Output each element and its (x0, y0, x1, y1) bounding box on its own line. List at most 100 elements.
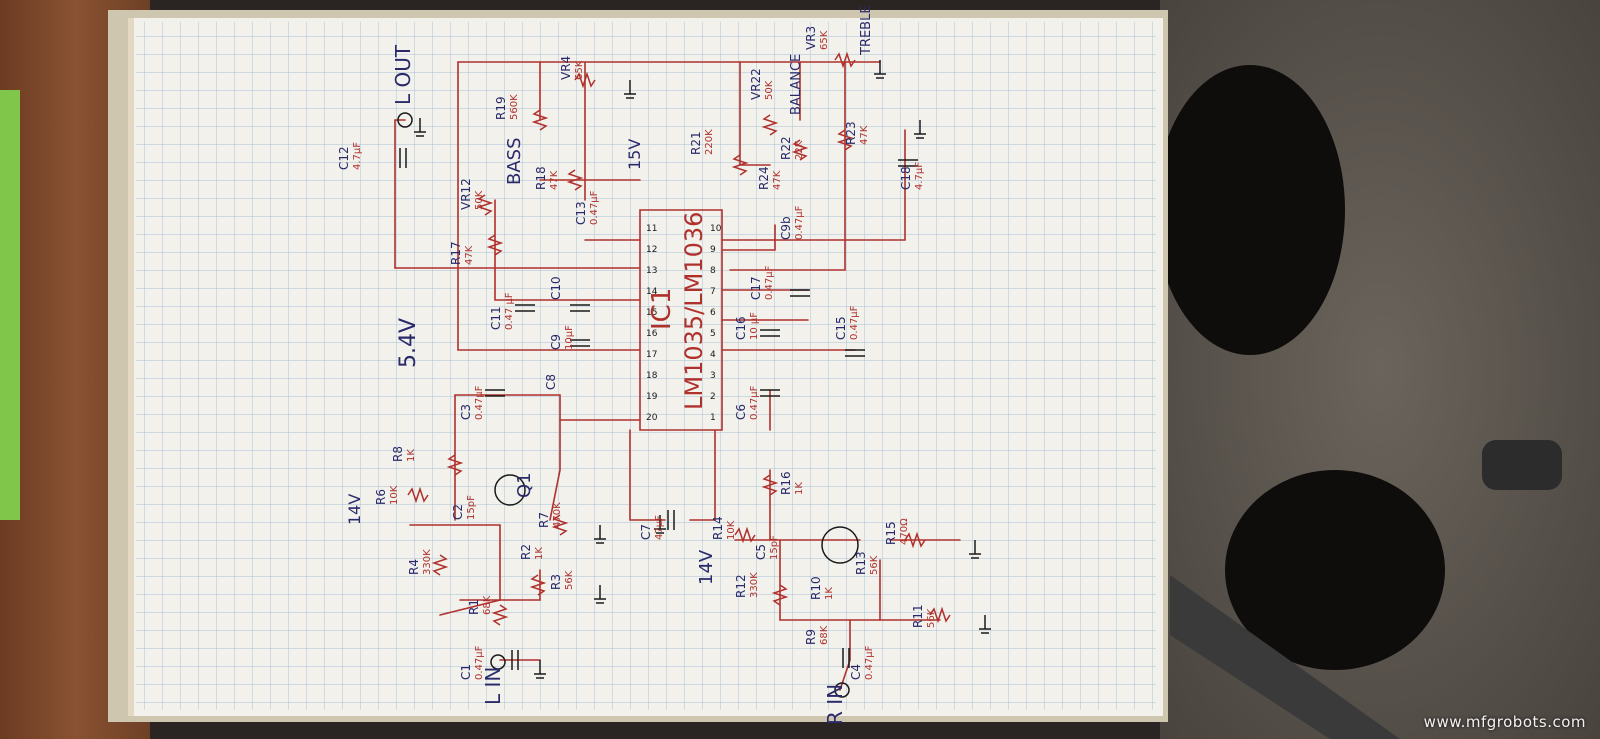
component-ref: C2 (451, 504, 465, 520)
ic-pin-11: 11 (646, 224, 657, 234)
ic-part-number: LM1035/LM1036 (680, 212, 708, 410)
balance-control-label: BALANCE (789, 54, 804, 115)
component-c8: C8 (544, 374, 558, 390)
component-ref: C9 (549, 334, 563, 350)
ic-pin-8: 8 (710, 266, 716, 276)
ic-pin-10: 10 (710, 224, 722, 234)
ic-designator: IC1 (647, 288, 677, 330)
component-value: 47K (464, 245, 475, 265)
dark-spot-2 (1225, 470, 1445, 670)
ic-pin-14: 14 (646, 287, 658, 297)
component-ref: VR12 (459, 178, 473, 210)
component-ref: R13 (854, 551, 868, 575)
component-value: 1K (406, 449, 417, 462)
green-folder (0, 90, 20, 520)
component-ref: R12 (734, 574, 748, 598)
ic-pin-1: 1 (710, 413, 716, 423)
resistor-r8-icon (446, 454, 464, 476)
ic-pin-13: 13 (646, 266, 657, 276)
resistor-r1-icon (491, 604, 509, 626)
resistor-r14-icon (734, 526, 756, 544)
component-value: 330K (749, 572, 760, 598)
component-ref: R17 (449, 241, 463, 265)
component-ref: R21 (689, 131, 703, 155)
component-ref: R10 (809, 576, 823, 600)
potentiometer-vr12-icon (476, 194, 494, 216)
resistor-r4-icon (431, 554, 449, 576)
circuit-wires (394, 61, 961, 691)
component-ref: C8 (544, 374, 558, 390)
capacitor-c3-icon (485, 389, 505, 397)
component-value: 1K (794, 482, 805, 495)
component-value: 0.47μF (849, 305, 860, 340)
component-value: 10 μF (749, 312, 760, 340)
resistor-r21-icon (731, 154, 749, 176)
component-ref: C15 (834, 316, 848, 340)
ic-pin-20: 20 (646, 413, 658, 423)
resistor-r7-icon (551, 514, 569, 536)
resistor-r15-icon (904, 531, 926, 549)
output-jack-left-icon (397, 112, 413, 128)
component-ref: R2 (519, 544, 533, 560)
capacitor-c6-icon (760, 389, 780, 397)
ic-pin-12: 12 (646, 245, 657, 255)
component-value: 220K (704, 129, 715, 155)
component-value: 1K (824, 587, 835, 600)
ic-pin-7: 7 (710, 287, 716, 297)
component-ref: VR3 (804, 26, 818, 50)
capacitor-c9-icon (570, 339, 590, 347)
component-ref: C12 (337, 146, 351, 170)
ic-pin-2: 2 (710, 392, 716, 402)
component-value: 0.47μF (749, 385, 760, 420)
component-ref: R18 (534, 166, 548, 190)
ic-pin-4: 4 (710, 350, 716, 360)
component-ref: R24 (757, 166, 771, 190)
resistor-r12-icon (771, 584, 789, 606)
right-input-label: R IN (823, 684, 847, 725)
capacitor-c16-icon (760, 329, 780, 337)
component-ref: R8 (391, 446, 405, 462)
component-value: 56K (926, 608, 937, 628)
component-value: 50K (764, 80, 775, 100)
component-ref: C17 (749, 276, 763, 300)
component-value: 65K (819, 30, 830, 50)
component-ref: R11 (911, 604, 925, 628)
component-ref: C3 (459, 404, 473, 420)
dark-spot-1 (1155, 65, 1345, 355)
chair-leg-2 (1170, 575, 1400, 739)
transistor-q1-icon (494, 474, 526, 506)
resistor-r17-icon (486, 234, 504, 256)
component-symbols (397, 51, 991, 698)
potentiometer-vr22-icon (761, 114, 779, 136)
ic-pin-9: 9 (710, 245, 716, 255)
component-ref: R1 (467, 599, 481, 615)
component-ref: R23 (844, 121, 858, 145)
grid-paper (136, 22, 1156, 710)
transistor-q2-icon (821, 526, 859, 564)
